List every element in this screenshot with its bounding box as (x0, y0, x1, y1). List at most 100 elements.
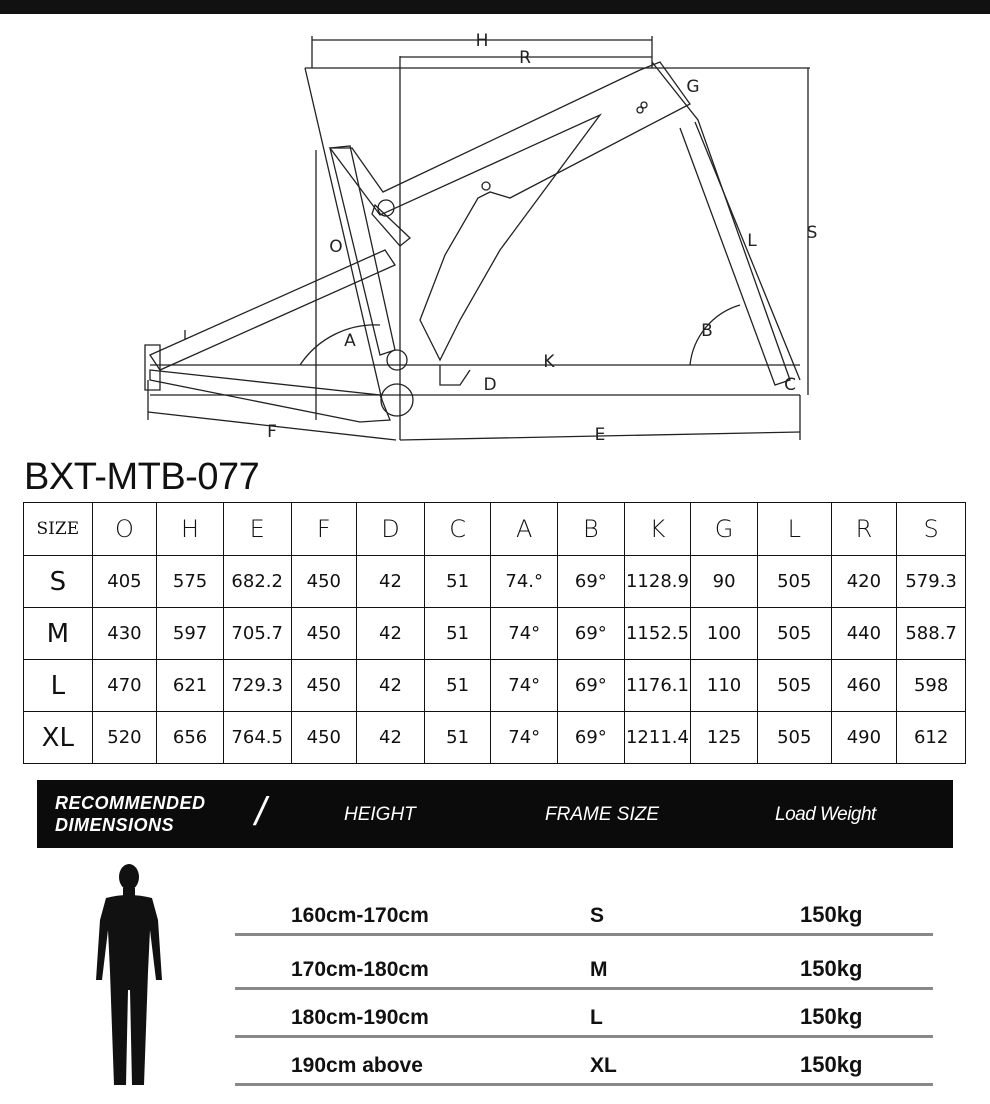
table-cell: 490 (830, 711, 898, 764)
table-cell: 1128.9 (623, 555, 692, 608)
header-cell: B (557, 502, 625, 556)
rec-load: 150kg (800, 956, 863, 981)
header-cell: L (756, 502, 832, 556)
rec-size: XL (590, 1054, 617, 1077)
table-cell: M (23, 607, 93, 660)
frame-geometry-diagram: H R G S L O A B K D C F E (144, 31, 818, 445)
header-cell: E (222, 502, 292, 556)
label-L: L (747, 231, 757, 251)
header-cell: D (356, 502, 425, 556)
banner-frame-size-header: FRAME SIZE (545, 804, 660, 825)
table-cell: 729.3 (222, 659, 292, 712)
table-cell: 705.7 (222, 607, 292, 660)
table-cell: 51 (423, 659, 492, 712)
table-cell: 682.2 (222, 555, 292, 608)
header-cell: SIZE (23, 502, 93, 556)
table-cell: 69° (557, 607, 625, 660)
table-cell: 51 (423, 711, 492, 764)
table-cell: 505 (756, 711, 832, 764)
table-cell: 440 (830, 607, 898, 660)
header-cell: O (91, 502, 158, 556)
table-cell: 51 (423, 555, 492, 608)
banner-load-weight-header: Load Weight (775, 804, 876, 825)
banner-title-line2: DIMENSIONS (55, 815, 175, 835)
table-cell: 42 (356, 555, 425, 608)
header-cell: F (290, 502, 358, 556)
table-row: L 470 621 729.3 450 42 51 74° 69° 1176.1… (23, 659, 966, 712)
table-cell: 612 (896, 711, 966, 764)
label-C: C (784, 375, 796, 395)
row-divider (235, 1035, 933, 1038)
table-cell: 579.3 (896, 555, 966, 608)
row-divider (235, 987, 933, 990)
geometry-table: SIZE O H E F D C A B K G L R S S 405 575… (23, 502, 966, 764)
table-cell: 74.° (490, 555, 559, 608)
rec-size: M (590, 958, 608, 981)
label-F: F (267, 422, 277, 442)
table-cell: L (23, 659, 93, 712)
table-cell: 69° (557, 555, 625, 608)
table-cell: 42 (356, 659, 425, 712)
rec-load: 150kg (800, 1052, 863, 1077)
table-cell: 450 (290, 711, 358, 764)
recommended-banner: RECOMMENDED DIMENSIONS / HEIGHT FRAME SI… (37, 780, 953, 848)
table-cell: 69° (557, 659, 625, 712)
recommendation-row: 170cm-180cm M 150kg (235, 946, 933, 990)
rec-load: 150kg (800, 902, 863, 927)
table-cell: 505 (756, 607, 832, 660)
banner-title-line1: RECOMMENDED (55, 793, 206, 813)
banner-slash: / (255, 790, 267, 834)
rec-height: 160cm-170cm (291, 904, 429, 927)
table-cell: 420 (830, 555, 898, 608)
label-K: K (543, 352, 555, 372)
recommendation-row: 160cm-170cm S 150kg (235, 892, 933, 936)
row-divider (235, 933, 933, 936)
header-cell: H (156, 502, 224, 556)
label-G: G (686, 77, 699, 97)
header-cell: C (423, 502, 492, 556)
table-cell: 90 (690, 555, 758, 608)
label-S: S (807, 223, 818, 243)
recommendation-row: 180cm-190cm L 150kg (235, 994, 933, 1038)
rec-size: L (590, 1006, 603, 1029)
table-cell: 598 (896, 659, 966, 712)
table-header-row: SIZE O H E F D C A B K G L R S (23, 502, 966, 556)
table-cell: 450 (290, 659, 358, 712)
table-cell: 470 (91, 659, 158, 712)
header-cell: K (623, 502, 692, 556)
label-O: O (329, 237, 342, 257)
table-cell: 42 (356, 711, 425, 764)
label-H: H (476, 31, 489, 51)
rec-height: 170cm-180cm (291, 958, 429, 981)
table-cell: 430 (91, 607, 158, 660)
table-row: M 430 597 705.7 450 42 51 74° 69° 1152.5… (23, 607, 966, 660)
table-cell: 1176.1 (623, 659, 692, 712)
label-A: A (344, 331, 356, 351)
table-cell: 505 (756, 659, 832, 712)
table-cell: XL (23, 711, 93, 764)
table-cell: 42 (356, 607, 425, 660)
person-silhouette-icon (96, 864, 162, 1085)
table-row: S 405 575 682.2 450 42 51 74.° 69° 1128.… (23, 555, 966, 608)
table-cell: 656 (156, 711, 224, 764)
table-cell: 110 (690, 659, 758, 712)
table-cell: 74° (490, 607, 559, 660)
banner-title: RECOMMENDED DIMENSIONS (55, 792, 206, 836)
table-cell: 69° (557, 711, 625, 764)
banner-height-header: HEIGHT (344, 804, 416, 825)
rec-size: S (590, 904, 605, 927)
table-cell: 51 (423, 607, 492, 660)
table-cell: 621 (156, 659, 224, 712)
recommendation-row: 190cm above XL 150kg (235, 1042, 933, 1086)
table-cell: 405 (91, 555, 158, 608)
table-cell: 460 (830, 659, 898, 712)
table-cell: 450 (290, 555, 358, 608)
table-cell: 1152.5 (623, 607, 692, 660)
model-title: BXT-MTB-077 (24, 456, 260, 498)
table-cell: 588.7 (896, 607, 966, 660)
header-cell: R (830, 502, 898, 556)
row-divider (235, 1083, 933, 1086)
table-cell: 74° (490, 659, 559, 712)
header-cell: S (896, 502, 966, 556)
table-cell: 520 (91, 711, 158, 764)
